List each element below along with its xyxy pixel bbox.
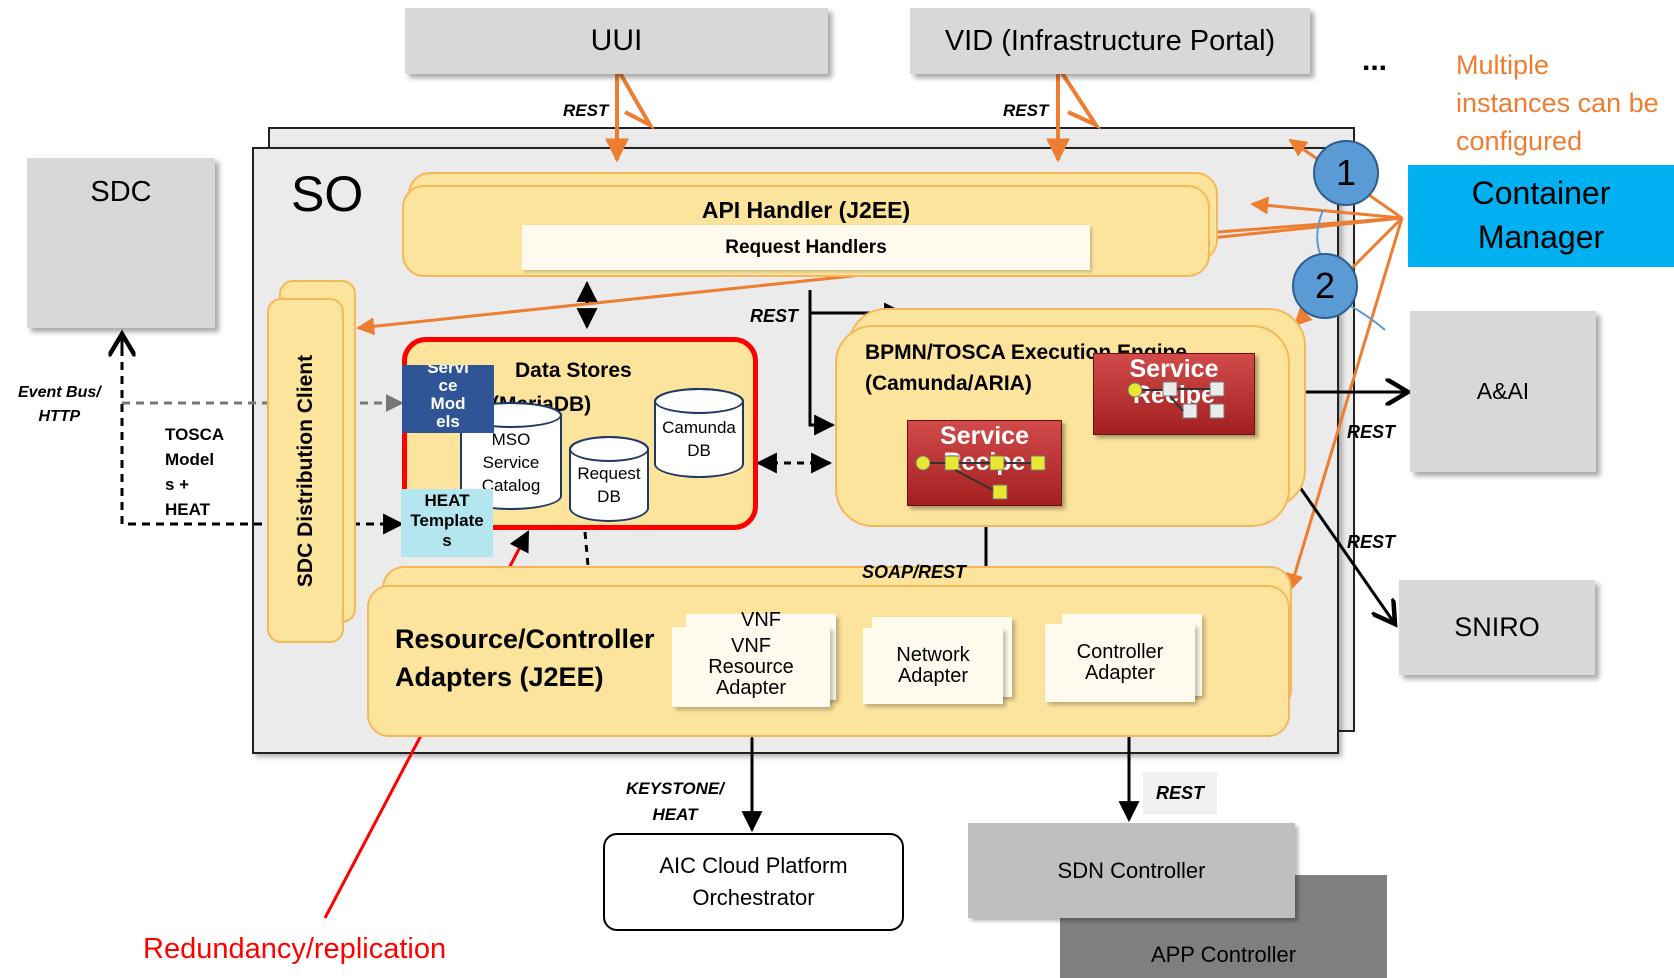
vid-rest-arrow — [1046, 71, 1102, 163]
request-handlers-box: Request Handlers — [522, 225, 1090, 270]
note-line-2: instances can be — [1456, 88, 1659, 118]
ellipsis: ... — [1362, 44, 1388, 77]
container-manager-box: Container Manager — [1408, 165, 1674, 267]
request-handlers-label: Request Handlers — [725, 236, 887, 258]
sniro-label: SNIRO — [1454, 612, 1540, 642]
heat-line-1: HEAT — [424, 491, 470, 510]
uui-rest-arrow — [605, 72, 656, 163]
rest-engine-label: REST — [750, 306, 799, 326]
sdn-controller-label: SDN Controller — [1057, 857, 1206, 883]
tosca-line-3: s + — [165, 475, 190, 494]
heat-templates-box: HEAT Template s — [401, 489, 493, 557]
engine-sniro-arrow — [1288, 472, 1395, 624]
badge-1-label: 1 — [1335, 152, 1357, 193]
recipe-a-line-1: Service — [1129, 355, 1219, 383]
sdc-client-box: SDC Distribution Client — [267, 298, 344, 643]
service-models-line-4: els — [436, 412, 460, 431]
container-manager-line-1: Container — [1471, 175, 1611, 211]
engine-title-line-2: (Camunda/ARIA) — [865, 372, 1032, 395]
sdc-box: SDC — [27, 158, 215, 328]
adapters-title-line-1: Resource/Controller — [395, 624, 655, 654]
event-bus-line-1: Event Bus/ — [18, 384, 101, 401]
camunda-db-line-2: DB — [687, 441, 711, 460]
mso-line-1: MSO — [491, 429, 531, 449]
rest-vid-label: REST — [1003, 101, 1049, 120]
container-manager-line-2: Manager — [1477, 219, 1605, 255]
request-db-line-2: DB — [597, 487, 621, 506]
vnf-line-1: VNF — [730, 634, 771, 657]
mso-line-3: Catalog — [481, 475, 541, 495]
aai-label: A&AI — [1476, 378, 1530, 404]
tosca-models-label: TOSCA Model s + HEAT — [165, 422, 224, 522]
sdn-controller-box: SDN Controller — [968, 823, 1295, 918]
adapters-title-line-2: Adapters (J2EE) — [395, 662, 604, 692]
request-db-line-1: Request — [577, 464, 641, 483]
rest-aai-label: REST — [1347, 422, 1396, 442]
api-handler-box: API Handler (J2EE) Request Handlers — [402, 185, 1210, 277]
vnf-line-2: Resource — [708, 655, 794, 678]
keystone-heat-label: KEYSTONE/ HEAT — [626, 776, 724, 828]
api-handler-title: API Handler (J2EE) — [701, 197, 911, 223]
rest-uui-label: REST — [563, 101, 609, 120]
heat-line-2: Template — [410, 511, 484, 530]
vid-box: VID (Infrastructure Portal) — [910, 8, 1310, 74]
sniro-box: SNIRO — [1399, 580, 1595, 675]
aai-box: A&AI — [1410, 311, 1596, 472]
recipe-a-line-2: Recipe — [1133, 381, 1215, 409]
recipe-b-line-2: Recipe — [943, 448, 1026, 476]
heat-line-3: s — [442, 531, 452, 550]
service-models-box: Servi ce Mod els — [402, 365, 494, 433]
controller-line-2: Adapter — [1084, 662, 1156, 684]
keystone-line-2: HEAT — [652, 805, 698, 824]
aic-line-1: AIC Cloud Platform — [659, 853, 848, 878]
sdc-label: SDC — [90, 176, 152, 208]
datastore-adapter-link — [577, 531, 599, 591]
sdc-client-label: SDC Distribution Client — [293, 354, 317, 587]
aic-line-2: Orchestrator — [692, 885, 815, 910]
sdc-distribution-links — [120, 334, 405, 535]
service-models-line-1: Servi — [427, 365, 469, 377]
vid-label: VID (Infrastructure Portal) — [944, 24, 1276, 57]
uui-label: UUI — [590, 24, 643, 57]
vnf-line-3: Adapter — [715, 676, 787, 699]
note-line-3: configured — [1456, 126, 1583, 156]
controller-line-1: Controller — [1076, 641, 1164, 663]
event-bus-label: Event Bus/ HTTP — [18, 381, 101, 429]
rest-sdn-label: REST — [1143, 772, 1217, 814]
network-line-2: Adapter — [897, 665, 969, 687]
note-line-1: Multiple — [1456, 50, 1550, 80]
badge-2-label: 2 — [1314, 265, 1336, 306]
recipe-b-line-1: Service — [940, 422, 1029, 450]
data-stores-title: Data Stores — [515, 359, 632, 382]
service-models-line-3: Mod — [430, 394, 466, 413]
soap-rest-label: SOAP/REST — [862, 562, 967, 582]
vnf-back-label: VNF — [741, 609, 781, 631]
so-title: SO — [291, 166, 364, 222]
badge-1: 1 — [1313, 140, 1379, 206]
network-line-1: Network — [896, 644, 970, 666]
camunda-db-line-1: Camunda — [662, 418, 736, 437]
badge-2: 2 — [1292, 253, 1358, 319]
event-bus-line-2: HTTP — [38, 408, 81, 425]
service-recipe-a: Service Recipe — [1093, 353, 1255, 435]
keystone-line-1: KEYSTONE/ — [626, 779, 724, 798]
tosca-line-1: TOSCA — [165, 425, 225, 444]
mso-line-2: Service — [482, 452, 540, 472]
redundancy-label: Redundancy/replication — [143, 933, 447, 965]
rest-sniro-label: REST — [1347, 532, 1396, 552]
tosca-line-4: HEAT — [165, 500, 211, 519]
multiple-instances-note: Multiple instances can be configured — [1456, 46, 1659, 160]
app-controller-label: APP Controller — [1150, 942, 1297, 967]
service-recipe-b: Service Recipe — [907, 420, 1062, 506]
service-models-line-2: ce — [438, 376, 458, 395]
tosca-line-2: Model — [165, 450, 215, 469]
uui-box: UUI — [405, 8, 828, 74]
